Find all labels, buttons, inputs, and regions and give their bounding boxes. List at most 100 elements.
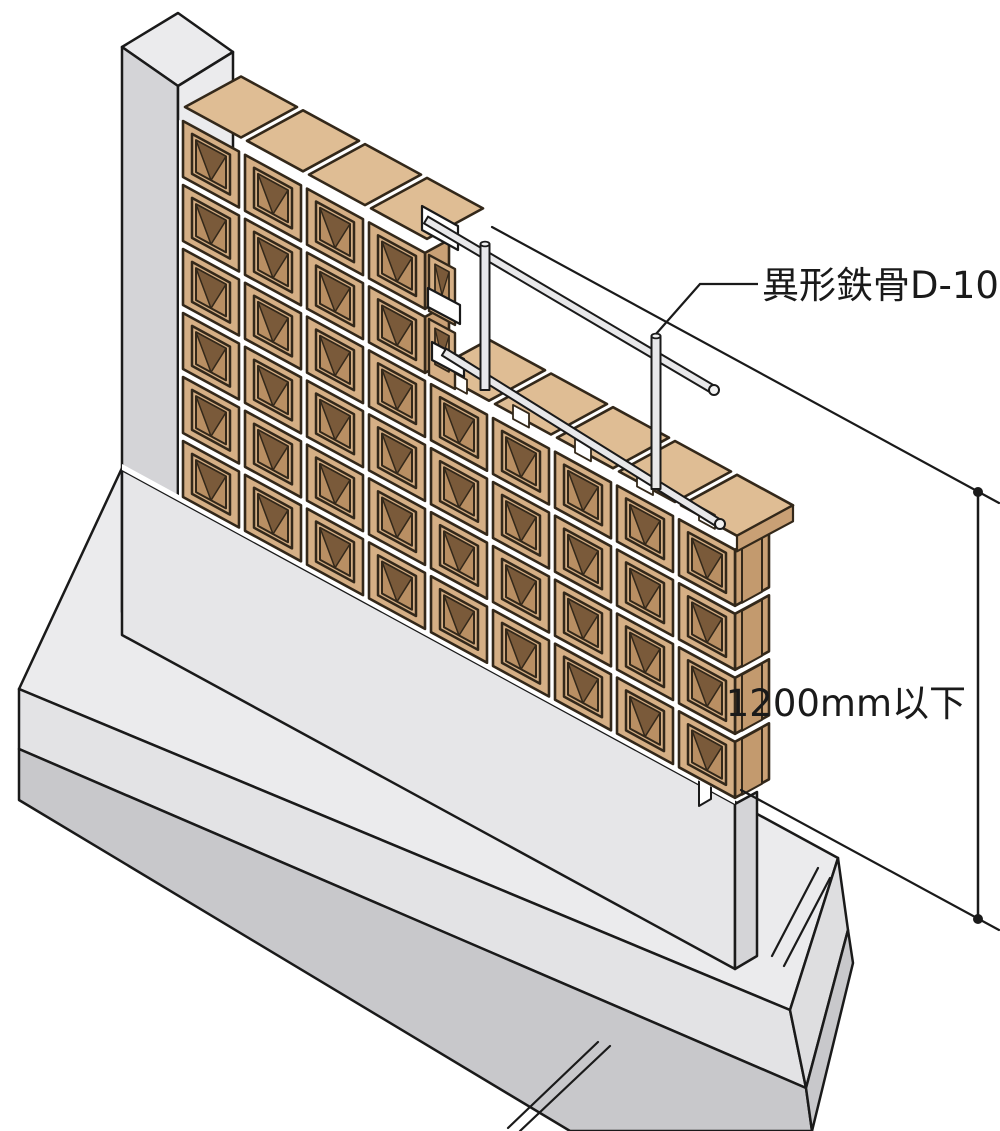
block-opening [190,260,232,324]
block-opening [624,625,666,689]
block-hole-shadow [257,365,289,407]
dimension-endpoint-dot [973,914,983,924]
block-side-recess [741,726,763,796]
block-opening [562,463,604,527]
block-hole-shadow [567,534,599,576]
horizontal-rebar-upper-end-cap [708,384,720,396]
block-hole-shadow [195,139,227,182]
block-hole-shadow [505,500,537,543]
block-hole-shadow [629,631,661,674]
block-hole-shadow [195,331,227,374]
vertical-rebar-left-top-cap [479,240,491,248]
concrete-block-wall [181,75,795,800]
block-opening [500,621,542,685]
block-side-recess [741,662,763,732]
block-hole-shadow [257,493,289,535]
block-hole-shadow [443,466,475,509]
block-hole-shadow [381,304,413,347]
block-opening [314,520,356,584]
block-top-side [735,504,795,553]
block-opening [376,554,418,618]
block-opening [190,388,232,452]
block-opening [500,429,542,493]
block-hole-shadow [629,503,661,546]
block-hole-shadow [381,240,413,283]
block-hole-shadow [567,662,599,704]
block-opening [376,298,418,362]
dimension-extension-bottom [739,788,1000,932]
stem-wall-side-face [733,790,759,971]
block-hole-shadow [319,526,351,569]
block-hole-shadow [443,402,475,445]
block-top-face [307,142,423,207]
block-hole-shadow [691,601,723,644]
block-opening [438,395,480,460]
block-hole-shadow [691,537,723,580]
block-opening [376,234,418,298]
block-hole-shadow [257,237,289,279]
block-hole-shadow [319,206,351,249]
block-hole-shadow [319,270,351,313]
block-hole-shadow [629,567,661,610]
block-top-face [245,109,361,173]
block-hole-shadow [195,203,227,246]
dimension-extension-top [490,225,1000,505]
block-opening [438,587,480,652]
block-hole-shadow [381,432,413,475]
block-opening [624,497,666,561]
block-hole-shadow [381,368,413,411]
block-top-face [183,75,299,139]
block-opening [252,486,294,550]
break-mark-line [782,876,832,968]
vertical-rebar-left [479,243,491,391]
break-mark-line [518,1044,612,1131]
block-opening [376,362,418,426]
block-hole-shadow [257,429,289,471]
block-hole-shadow [567,470,599,512]
block-hole-shadow [195,267,227,310]
block-hole-shadow [567,598,599,640]
vertical-rebar-right-top-cap [650,332,662,340]
block-opening [190,196,232,260]
block-opening [376,490,418,554]
block-hole-shadow [257,301,289,343]
block-hole-shadow [195,459,227,502]
block-hole-shadow [319,398,351,441]
rebar-size-label: 異形鉄骨D-10 [762,264,999,307]
block-opening [252,166,294,230]
block-opening [438,459,480,524]
cut-block-hole-shadow [434,327,450,360]
block-opening [562,655,604,719]
foundation-base-strip [17,747,814,1131]
block-hole-shadow [381,560,413,603]
block-opening [252,294,294,358]
block-opening [686,658,728,723]
cut-block-hole-shadow [434,263,450,296]
block-opening [190,132,232,196]
block-hole-shadow [381,496,413,539]
block-opening [624,689,666,753]
block-opening [190,324,232,388]
horizontal-rebar-lower-end-cap [714,518,726,530]
block-opening [686,530,728,595]
block-opening [624,561,666,625]
dimension-annotations [490,225,1000,932]
block-opening [562,527,604,591]
block-hole-shadow [443,530,475,573]
block-opening [500,493,542,557]
block-hole-shadow [505,564,537,607]
block-opening [190,452,232,516]
rebar-group [423,215,726,530]
block-opening [686,594,728,659]
block-opening [314,200,356,264]
block-hole-shadow [257,173,289,215]
dimension-label: 1200mm以下 [726,682,966,725]
foundation-end-strip [804,928,855,1131]
block-opening [686,722,728,787]
block-opening [314,392,356,456]
block-opening [562,591,604,655]
block-hole-shadow [505,628,537,671]
block-hole-shadow [505,436,537,479]
